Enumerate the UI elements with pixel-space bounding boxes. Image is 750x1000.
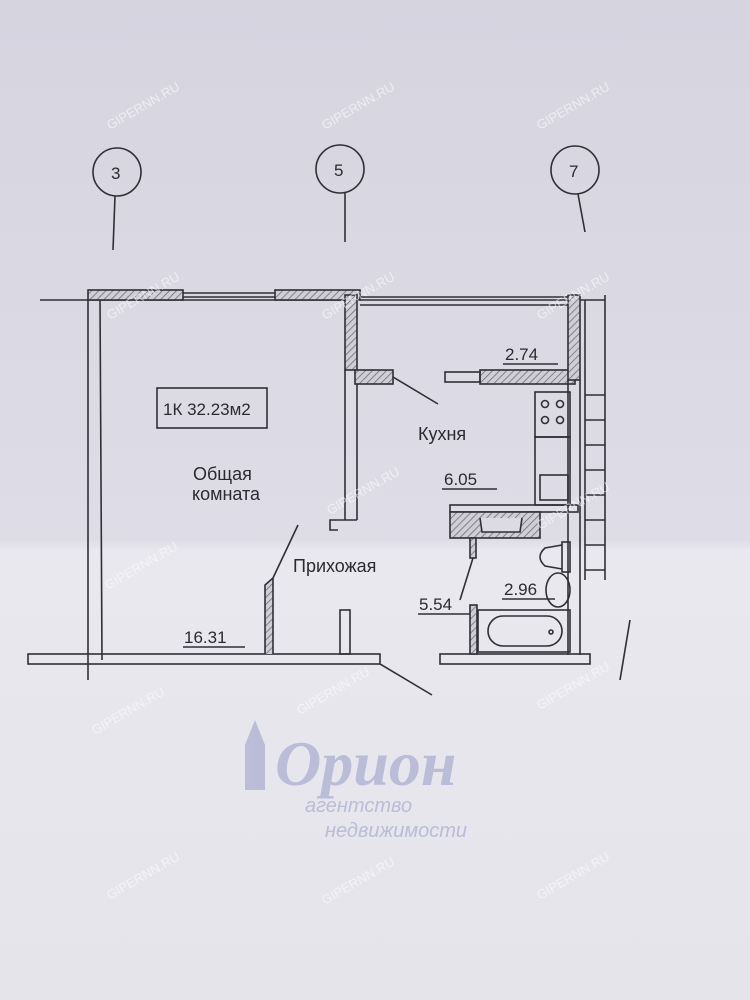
axis-label-3: 3	[111, 164, 120, 183]
agency-logo-watermark: Орион агентство недвижимости	[245, 720, 467, 842]
agency-logo-text: Орион	[275, 728, 456, 799]
axis-marker-5	[315, 144, 365, 242]
axis-label-5: 5	[334, 161, 343, 180]
bathtub-icon	[477, 609, 571, 653]
balcony-area: 2.74	[505, 345, 538, 364]
axis-marker-7	[550, 145, 600, 233]
axis-marker-3	[92, 147, 142, 251]
living-room-area: 16.31	[184, 628, 227, 647]
stair-rail	[584, 300, 631, 681]
living-room-name-1: Общая	[193, 464, 252, 484]
kitchen-area: 6.05	[444, 470, 477, 489]
kitchen-name: Кухня	[418, 424, 466, 444]
hall-area: 5.54	[419, 595, 452, 614]
living-room-name-2: комната	[192, 484, 261, 504]
balcony-door-swing	[392, 376, 439, 405]
axis-label-7: 7	[569, 162, 578, 181]
entrance-door-swing	[379, 663, 433, 696]
bathroom-area: 2.96	[504, 580, 537, 599]
toilet-icon	[539, 541, 571, 573]
agency-sub-1: агентство	[305, 795, 412, 817]
kitchen-counter	[534, 436, 571, 506]
summary-box	[156, 387, 268, 429]
washbasin-icon	[545, 572, 571, 608]
walls	[27, 289, 631, 696]
room-door-swing	[272, 524, 299, 579]
summary-box-text: 1К 32.23м2	[163, 400, 251, 419]
hall-name: Прихожая	[293, 556, 376, 576]
agency-sub-2: недвижимости	[325, 820, 467, 842]
